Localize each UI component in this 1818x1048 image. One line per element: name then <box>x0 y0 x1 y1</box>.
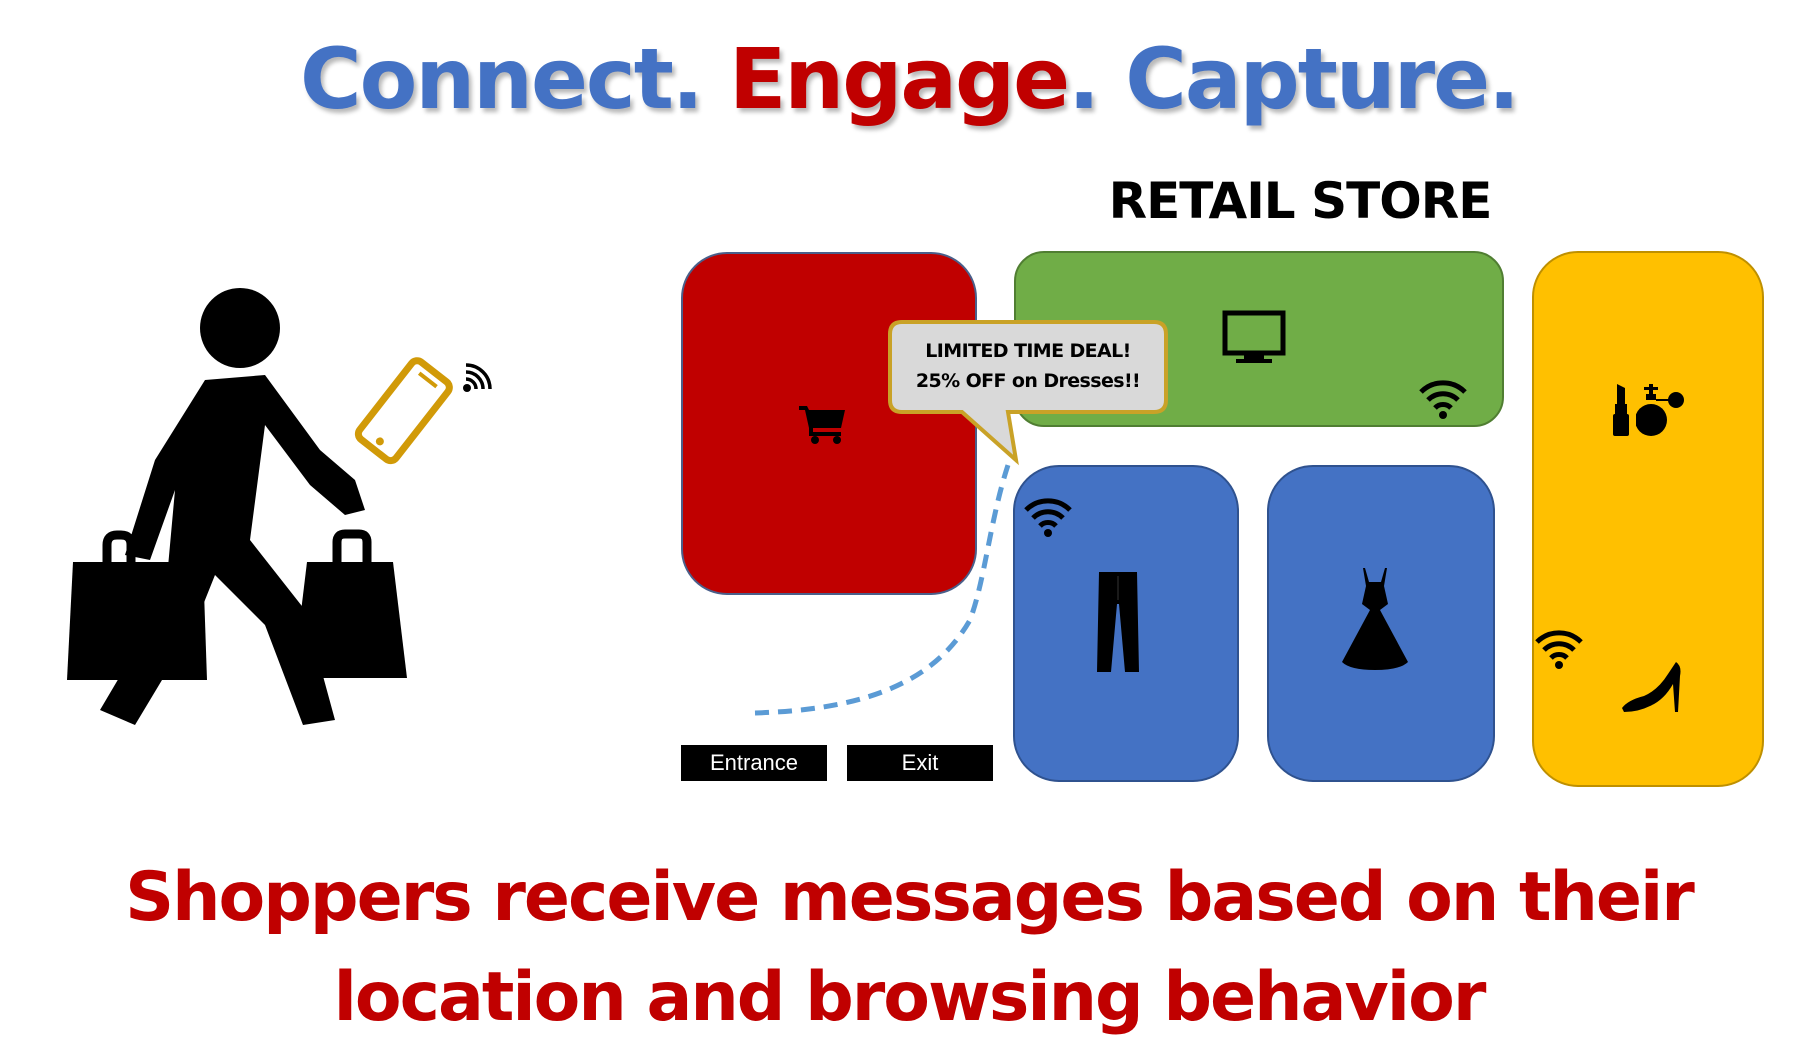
shopper-icon <box>67 288 407 725</box>
exit-label: Exit <box>847 745 993 781</box>
store-title: RETAIL STORE <box>1108 172 1493 230</box>
shopping-cart-icon <box>799 406 845 444</box>
caption: Shoppers receive messages based on their… <box>0 848 1818 1048</box>
headline: Connect. Engage. Capture. <box>0 30 1818 128</box>
perfume-icon <box>1636 384 1684 436</box>
high-heel-icon <box>1622 662 1681 712</box>
lipstick-icon <box>1613 384 1629 436</box>
wifi-icon <box>1535 630 1583 669</box>
caption-line-1: Shoppers receive messages based on their <box>125 858 1695 937</box>
smartphone-icon <box>354 357 453 465</box>
callout-line-1: LIMITED TIME DEAL! <box>925 340 1130 362</box>
monitor-icon <box>1222 310 1286 363</box>
callout-line-2: 25% OFF on Dresses!! <box>916 370 1140 392</box>
wifi-icon <box>1024 498 1072 537</box>
headline-part-engage: Engage <box>729 30 1070 128</box>
headline-part-connect: Connect. <box>299 30 704 128</box>
dress-icon <box>1342 568 1408 670</box>
shopper-path <box>754 464 1011 716</box>
pants-icon <box>1097 572 1139 672</box>
headline-part-capture: . Capture. <box>1068 30 1520 128</box>
caption-line-2: location and browsing behavior <box>333 958 1487 1037</box>
headline-space <box>702 30 729 128</box>
entrance-label: Entrance <box>681 745 827 781</box>
signal-icon <box>463 363 492 392</box>
wifi-icon <box>1419 380 1467 419</box>
deal-callout: LIMITED TIME DEAL! 25% OFF on Dresses!! <box>888 320 1168 466</box>
